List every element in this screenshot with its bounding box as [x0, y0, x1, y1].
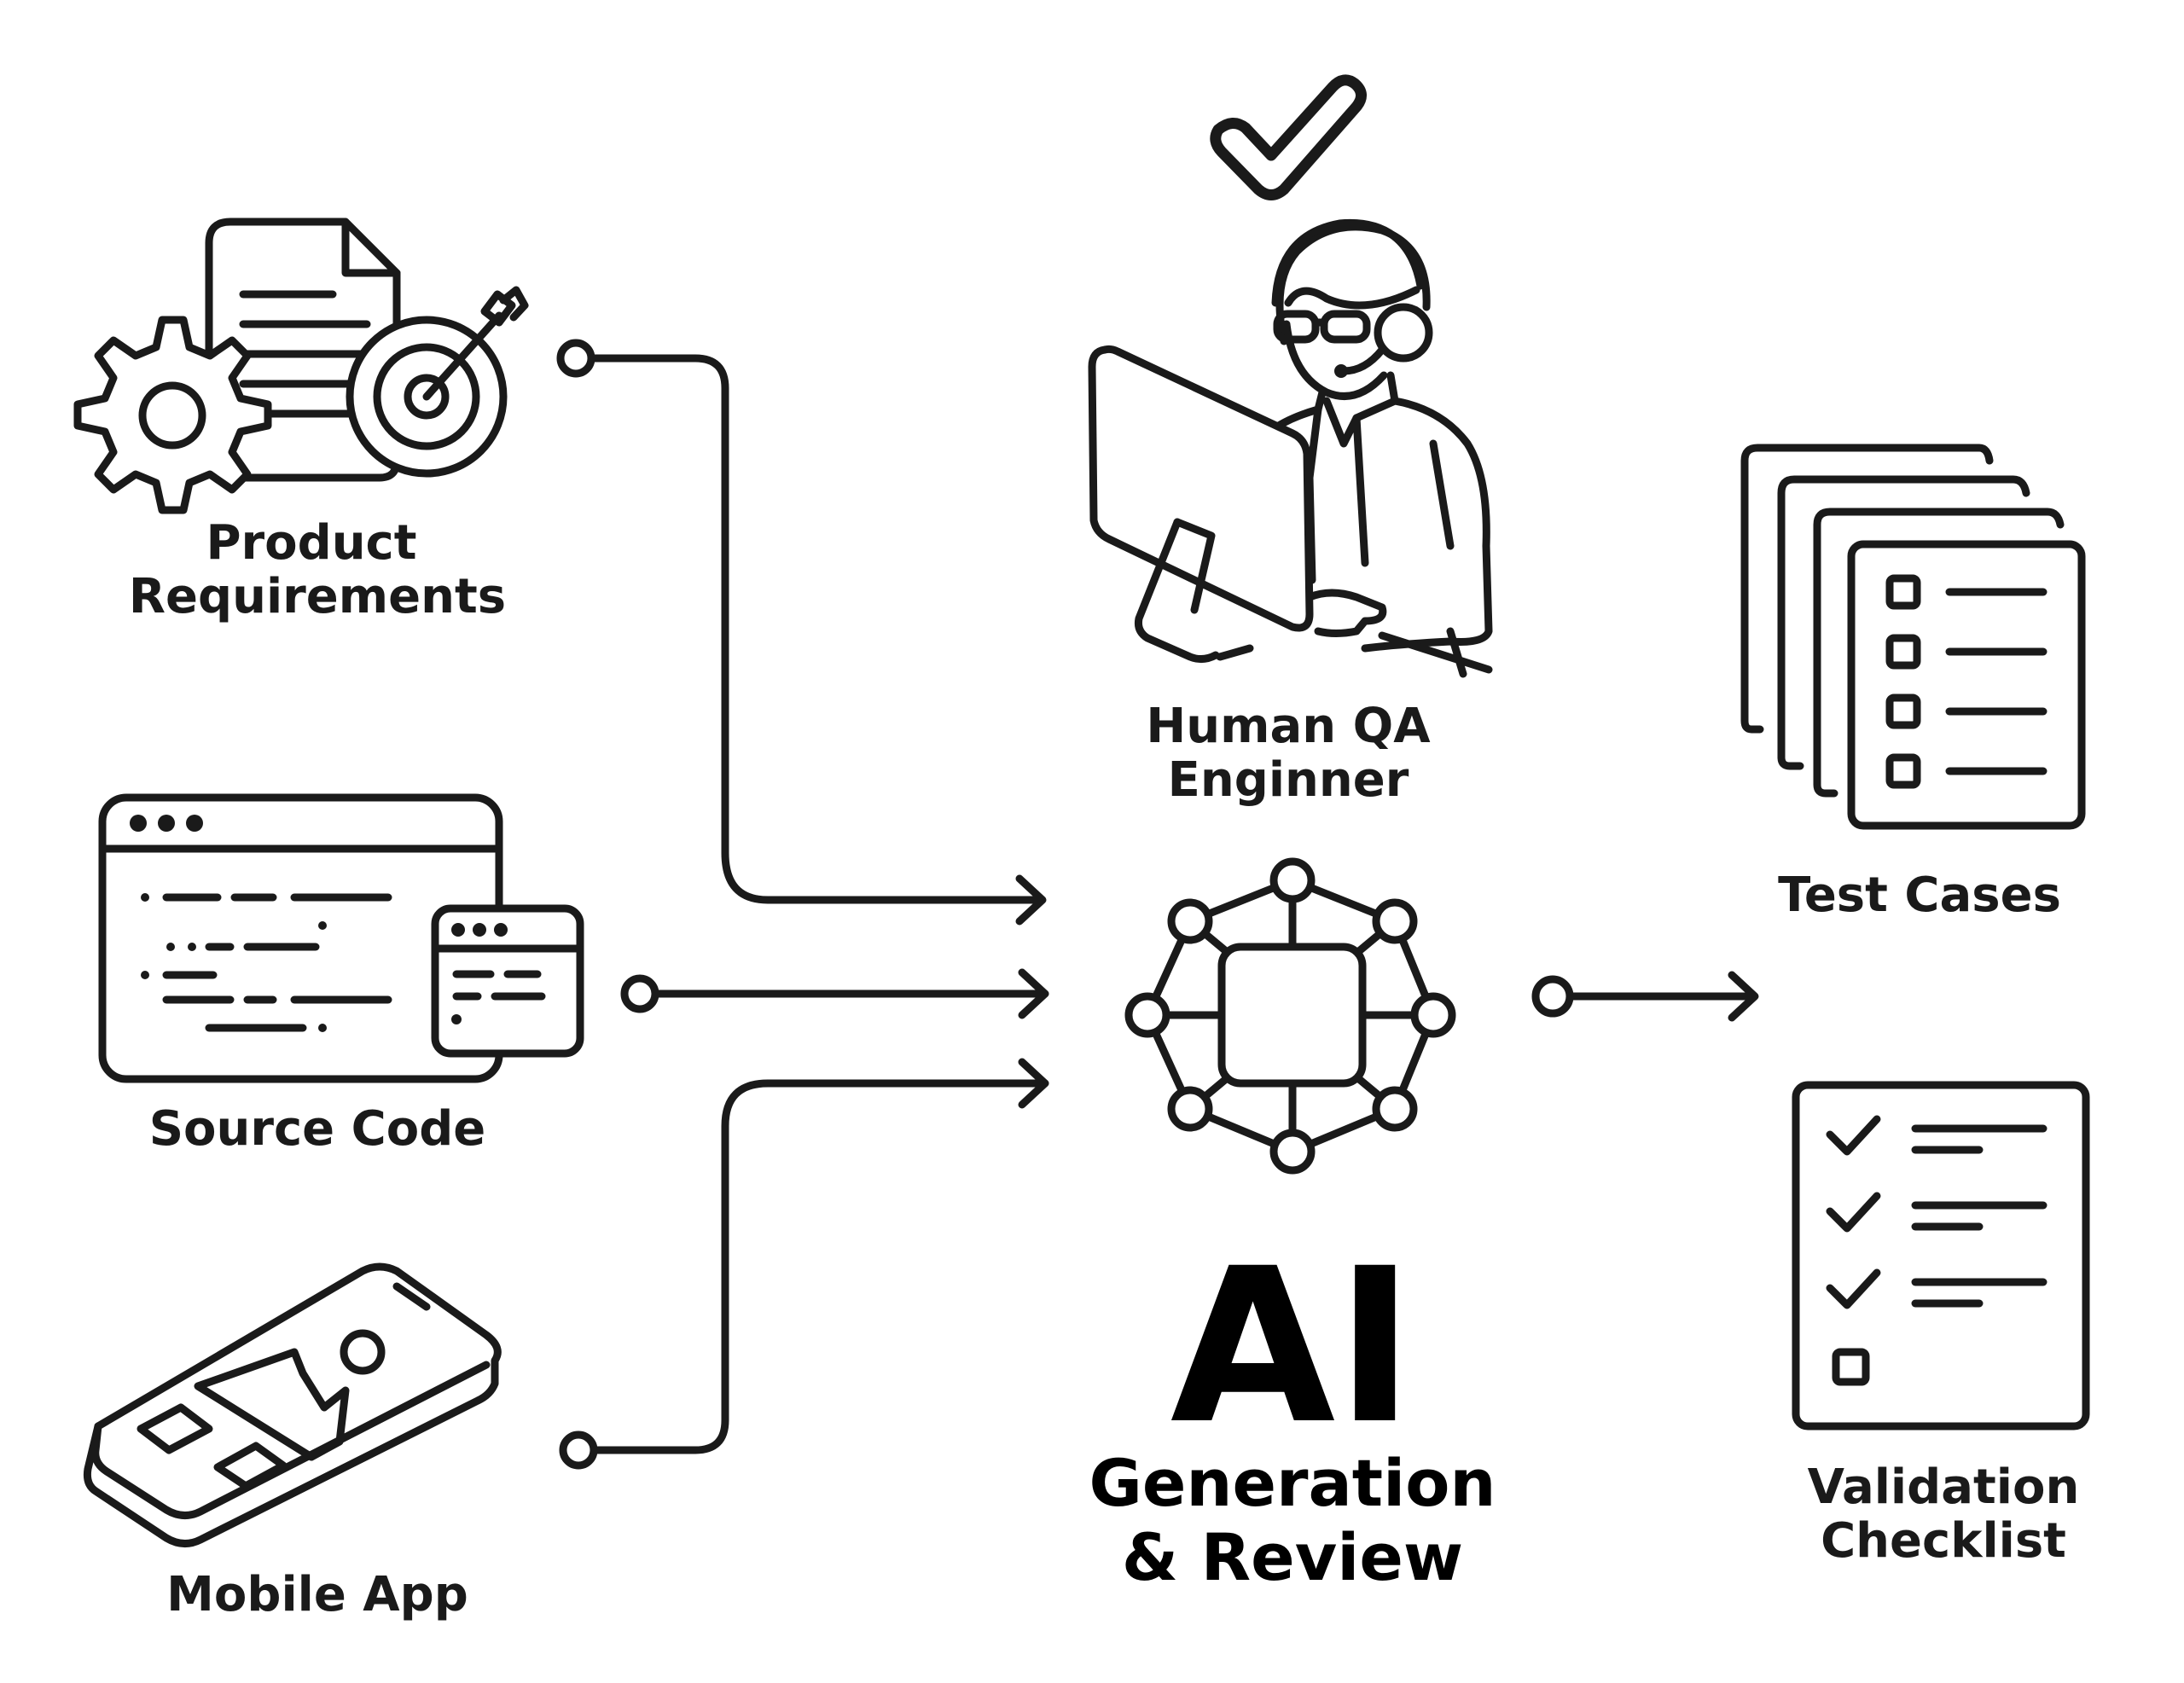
product-requirements-label-line2: Requirements: [129, 569, 506, 624]
ai-title: AI: [1170, 1222, 1415, 1471]
ai-chip: [1217, 943, 1367, 1088]
ai-network-icon: [1124, 857, 1456, 1175]
gear-icon: [73, 316, 272, 514]
ai-subtitle-line2: & Review: [1122, 1519, 1463, 1595]
output-connector: [1531, 971, 1759, 1022]
validation-checklist-label-line1: Validation: [1808, 1460, 2080, 1515]
connector-node-source: [620, 974, 659, 1013]
human-qa-label-line1: Human QA: [1146, 699, 1431, 754]
human-qa-engineer-icon: [1088, 218, 1493, 678]
product-requirements-icon: [73, 218, 529, 514]
test-cases-label: Test Cases: [1778, 868, 2061, 923]
ai-subtitle-line1: Generation: [1089, 1445, 1496, 1521]
source-code-label: Source Code: [149, 1101, 486, 1157]
product-requirements-label-line1: Product: [206, 515, 416, 571]
validation-checklist-icon: [1792, 1081, 2090, 1431]
mobile-app-label: Mobile App: [166, 1567, 468, 1622]
test-cases-icon: [1740, 444, 2086, 830]
check-icon: [1210, 74, 1367, 200]
target-icon: [346, 286, 529, 478]
mobile-app-icon: [83, 1262, 502, 1547]
validation-checklist-label-line2: Checklist: [1821, 1513, 2066, 1569]
source-code-icon: [98, 793, 584, 1083]
input-connectors: [556, 339, 1049, 1470]
connector-node-mobile: [559, 1431, 598, 1470]
human-qa-label-line2: Enginner: [1168, 752, 1409, 808]
connector-node-requirements: [556, 339, 595, 378]
